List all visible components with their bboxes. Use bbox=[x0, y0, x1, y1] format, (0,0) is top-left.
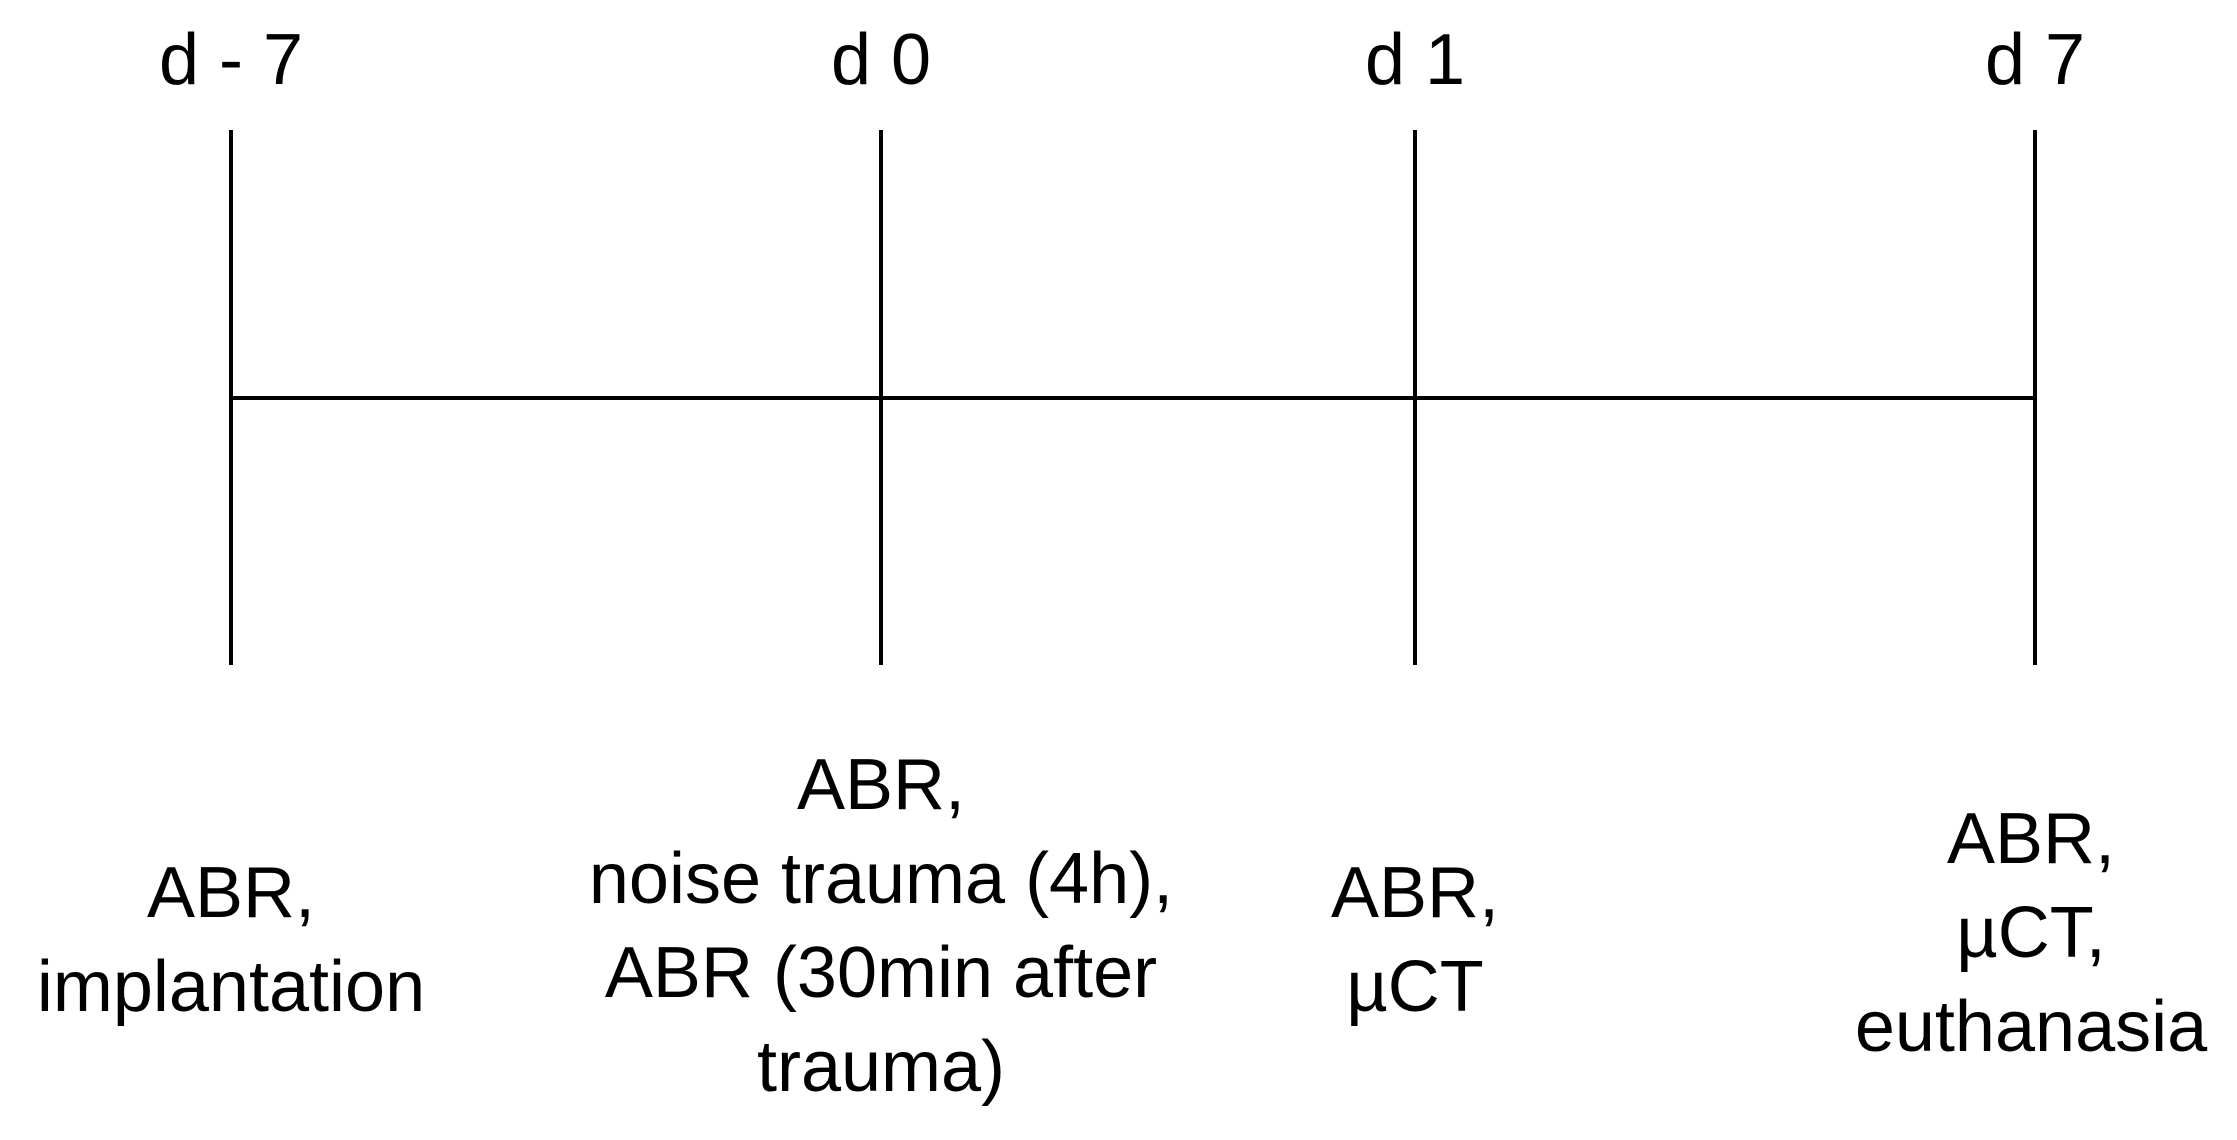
event-line: ABR (30min after bbox=[604, 933, 1158, 1013]
event-line: µCT, bbox=[1956, 893, 2106, 973]
event-line: euthanasia bbox=[1854, 987, 2208, 1067]
event-label-d-7: ABR, µCT, euthanasia bbox=[1731, 792, 2237, 1074]
tick-label-d-minus-7: d - 7 bbox=[158, 20, 304, 100]
event-line: implantation bbox=[36, 947, 426, 1027]
event-line: trauma) bbox=[756, 1027, 1006, 1107]
event-label-d-0: ABR, noise trauma (4h), ABR (30min after… bbox=[531, 738, 1231, 1114]
event-line: ABR, bbox=[146, 853, 316, 933]
tick-label-d-1: d 1 bbox=[1364, 20, 1466, 100]
event-line: ABR, bbox=[1330, 853, 1500, 933]
tick-label-d-0: d 0 bbox=[830, 20, 932, 100]
event-line: noise trauma (4h), bbox=[588, 839, 1174, 919]
tick-label-d-7: d 7 bbox=[1984, 20, 2086, 100]
event-line: µCT bbox=[1346, 947, 1484, 1027]
event-line: ABR, bbox=[796, 745, 966, 825]
event-label-d-1: ABR, µCT bbox=[1065, 846, 1765, 1034]
event-label-d-minus-7: ABR, implantation bbox=[0, 846, 581, 1034]
event-line: ABR, bbox=[1946, 799, 2116, 879]
